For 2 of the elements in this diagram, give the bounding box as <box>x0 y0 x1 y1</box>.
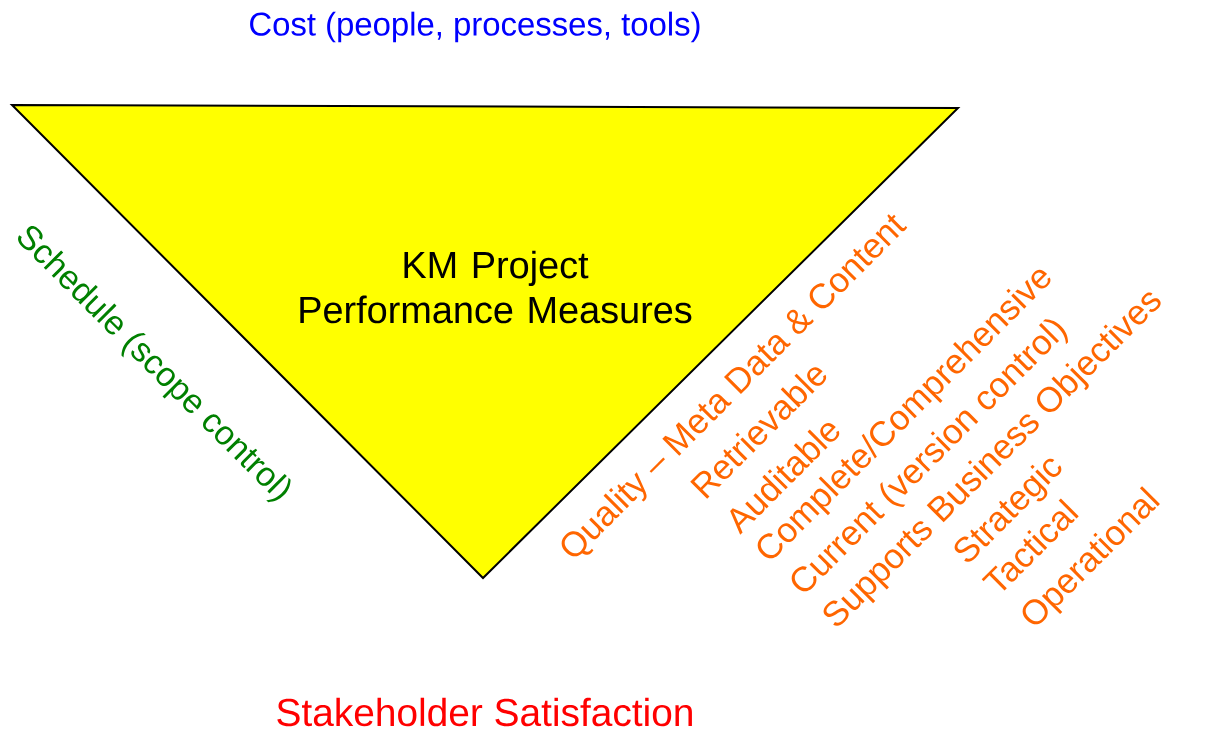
label: Stakeholder Satisfaction <box>277 697 692 727</box>
label: Cost (people, processes, tools) <box>250 11 700 43</box>
